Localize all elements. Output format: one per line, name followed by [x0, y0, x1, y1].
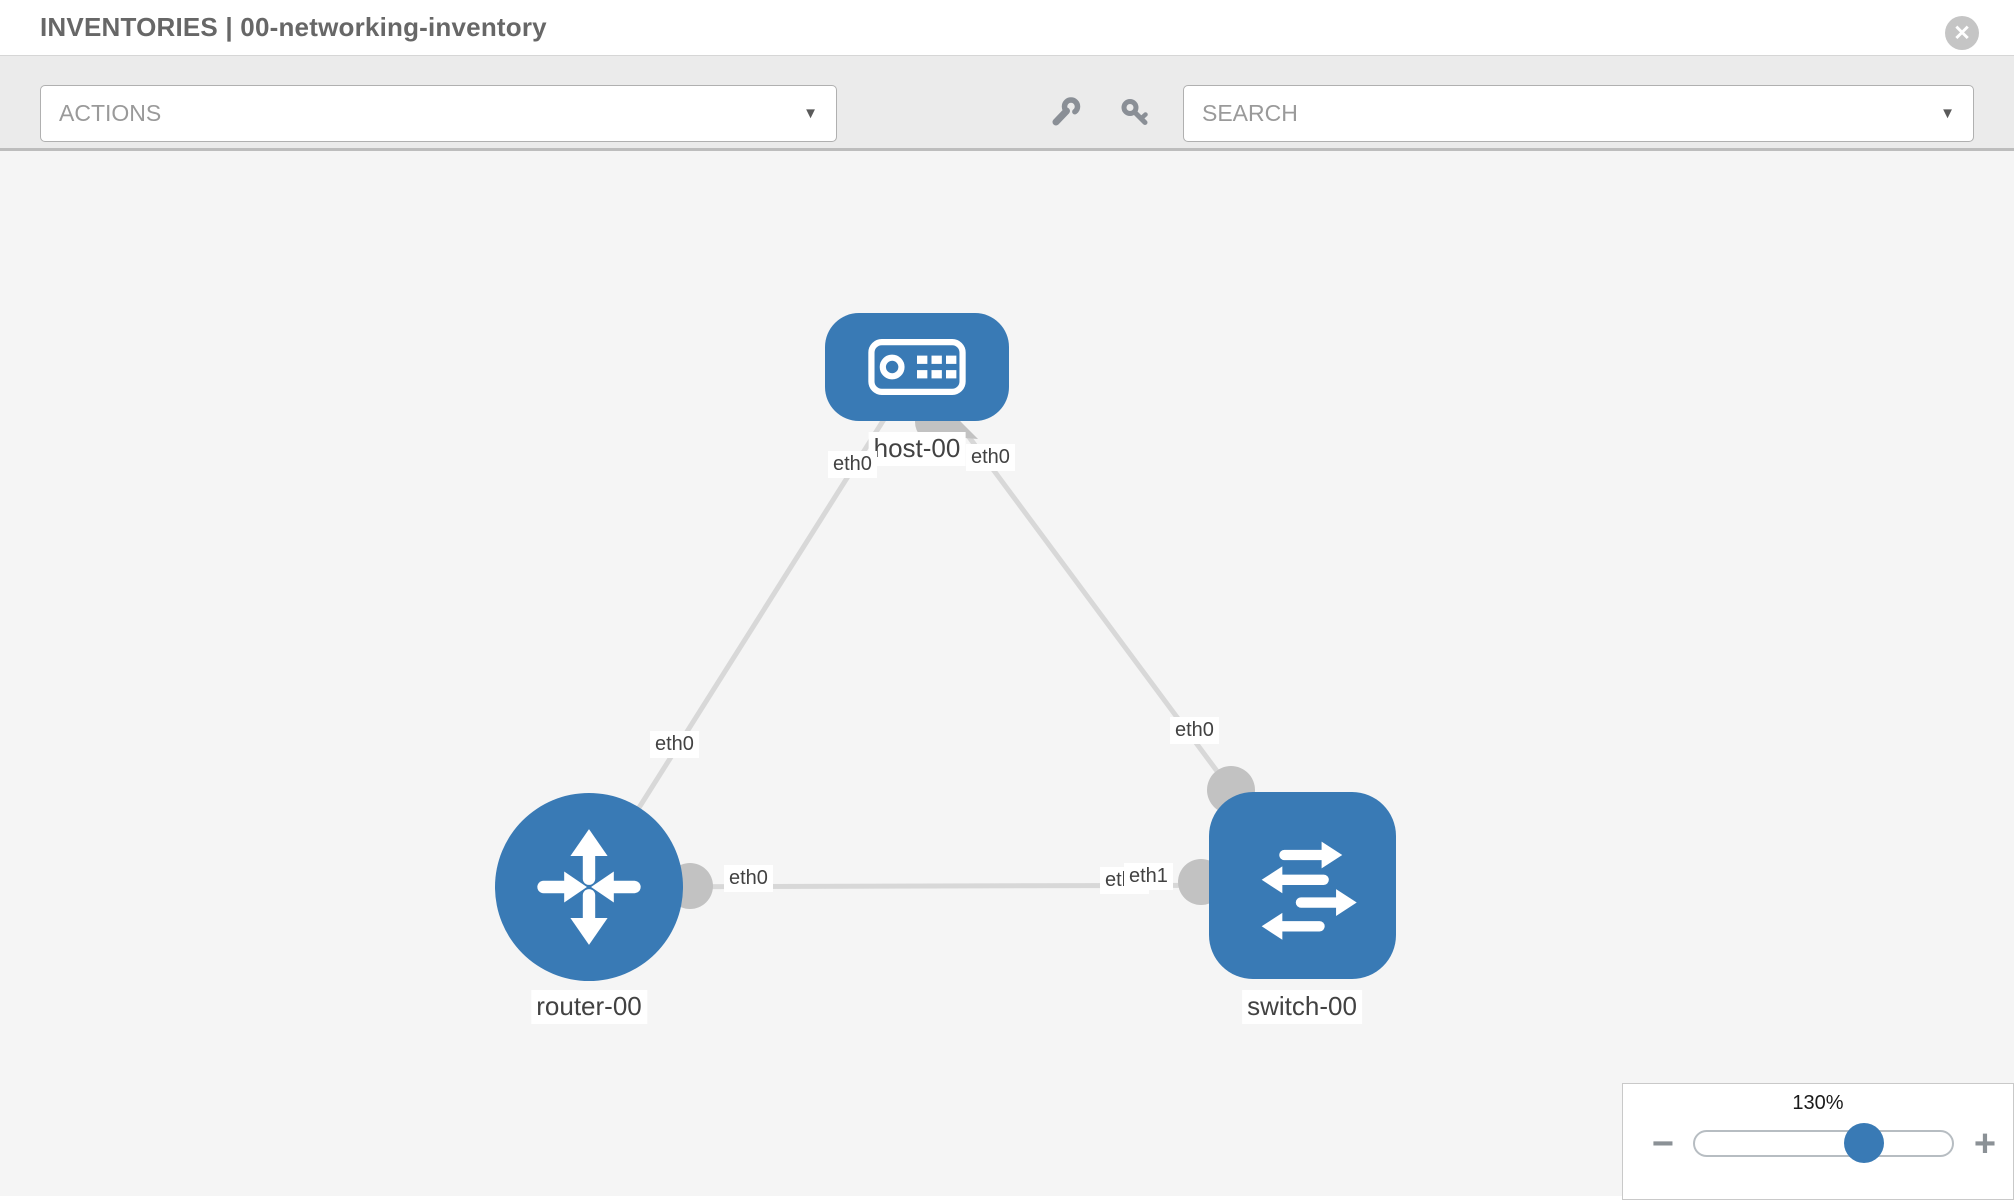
topology-canvas[interactable]: host-00 router-00 switch-00 eth0 eth0 et… [0, 151, 2014, 1196]
node-label-host: host-00 [868, 432, 966, 466]
node-label-switch: switch-00 [1242, 990, 1362, 1024]
zoom-in-button[interactable]: + [1973, 1123, 1997, 1165]
page-title: INVENTORIES | 00-networking-inventory [40, 12, 547, 42]
topology-links [586, 365, 1303, 909]
zoom-out-button[interactable]: − [1651, 1123, 1675, 1165]
actions-label: ACTIONS [59, 100, 162, 126]
wrench-icon[interactable] [1048, 96, 1082, 130]
chevron-down-icon: ▼ [1940, 105, 1955, 122]
actions-dropdown[interactable]: ACTIONS ▼ [40, 85, 837, 142]
if-label-host-eth0-right: eth0 [966, 444, 1015, 471]
search-input[interactable] [1202, 100, 1941, 127]
if-label-router-eth0-uplink: eth0 [650, 731, 699, 758]
node-host-00[interactable] [825, 313, 1009, 421]
chevron-down-icon: ▼ [803, 105, 818, 122]
header-bar: INVENTORIES | 00-networking-inventory ✕ [0, 0, 2014, 56]
zoom-slider-track[interactable] [1693, 1123, 1954, 1163]
if-label-switch-eth1: eth1 [1124, 863, 1173, 890]
if-label-switch-eth0-top: eth0 [1170, 717, 1219, 744]
close-icon[interactable]: ✕ [1945, 16, 1979, 50]
node-router-00[interactable] [495, 793, 683, 981]
close-glyph: ✕ [1953, 21, 1971, 45]
switch-icon [1261, 841, 1357, 940]
search-dropdown[interactable]: ▼ [1183, 85, 1974, 142]
node-switch-00[interactable] [1209, 792, 1396, 979]
zoom-control-panel: 130% − + [1622, 1083, 2014, 1200]
node-label-router: router-00 [531, 990, 647, 1024]
zoom-slider-handle[interactable] [1844, 1123, 1884, 1163]
host-icon [868, 339, 966, 395]
router-icon [537, 829, 641, 945]
key-icon[interactable] [1118, 96, 1152, 130]
toolbar: ACTIONS ▼ ▼ [0, 56, 2014, 151]
zoom-level-value: 130% [1792, 1092, 1844, 1114]
if-label-host-eth0-left: eth0 [828, 451, 877, 478]
if-label-router-eth0-right: eth0 [724, 865, 773, 892]
